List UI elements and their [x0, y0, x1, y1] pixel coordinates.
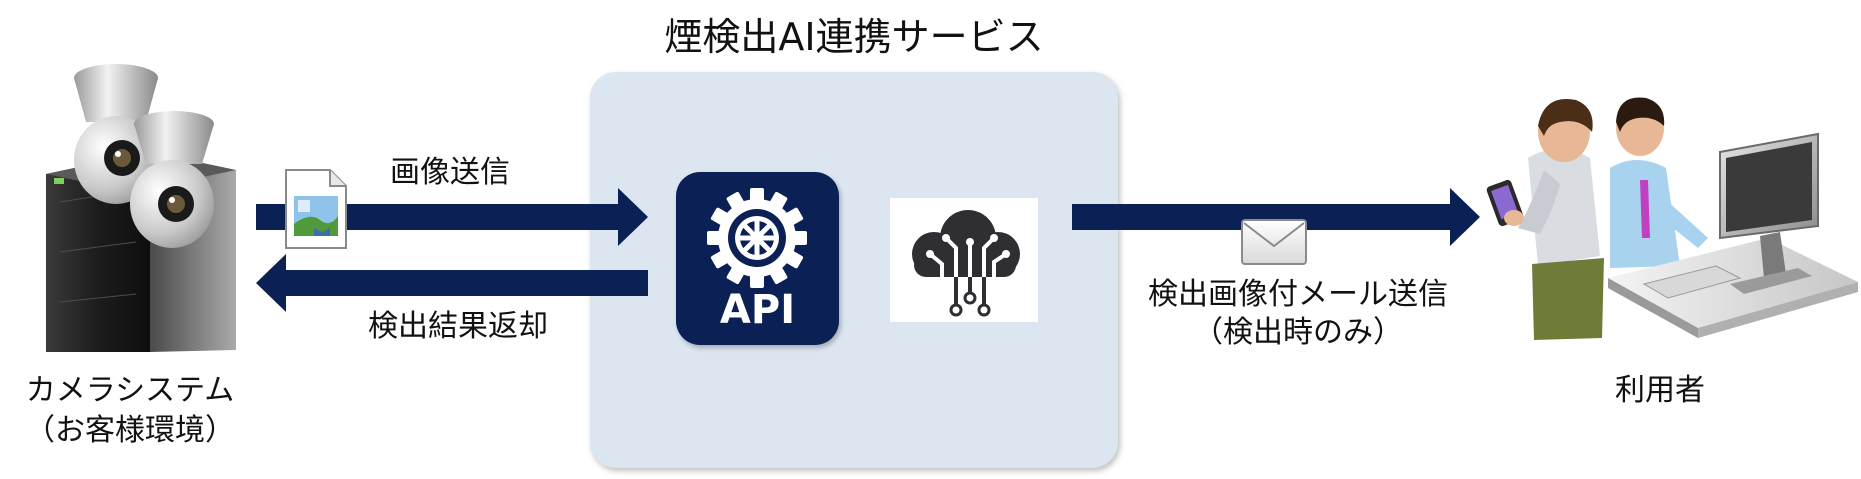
send-image-arrow	[256, 188, 648, 246]
mail-label-line1: 検出画像付メール送信	[1148, 277, 1448, 312]
camera-system-icon	[46, 64, 236, 352]
api-box: API	[676, 172, 839, 345]
ai-cloud-icon	[912, 210, 1020, 317]
return-result-label: 検出結果返却	[368, 309, 548, 344]
image-file-icon	[285, 169, 347, 249]
mail-arrow	[1072, 188, 1480, 246]
service-title: 煙検出AI連携サービス	[664, 15, 1044, 59]
gear-icon	[707, 188, 807, 288]
camera-system-sublabel: （お客様環境）	[25, 413, 235, 448]
send-image-label: 画像送信	[390, 155, 510, 190]
envelope-icon	[1241, 219, 1307, 265]
mail-label-line2: （検出時のみ）	[1193, 315, 1403, 350]
camera-system-label: カメラシステム	[25, 373, 235, 408]
api-label: API	[719, 287, 796, 333]
users-icon	[1486, 97, 1858, 340]
user-label: 利用者	[1615, 373, 1705, 408]
ai-box	[890, 198, 1038, 322]
return-result-arrow	[256, 254, 648, 312]
service-panel	[590, 72, 1118, 468]
